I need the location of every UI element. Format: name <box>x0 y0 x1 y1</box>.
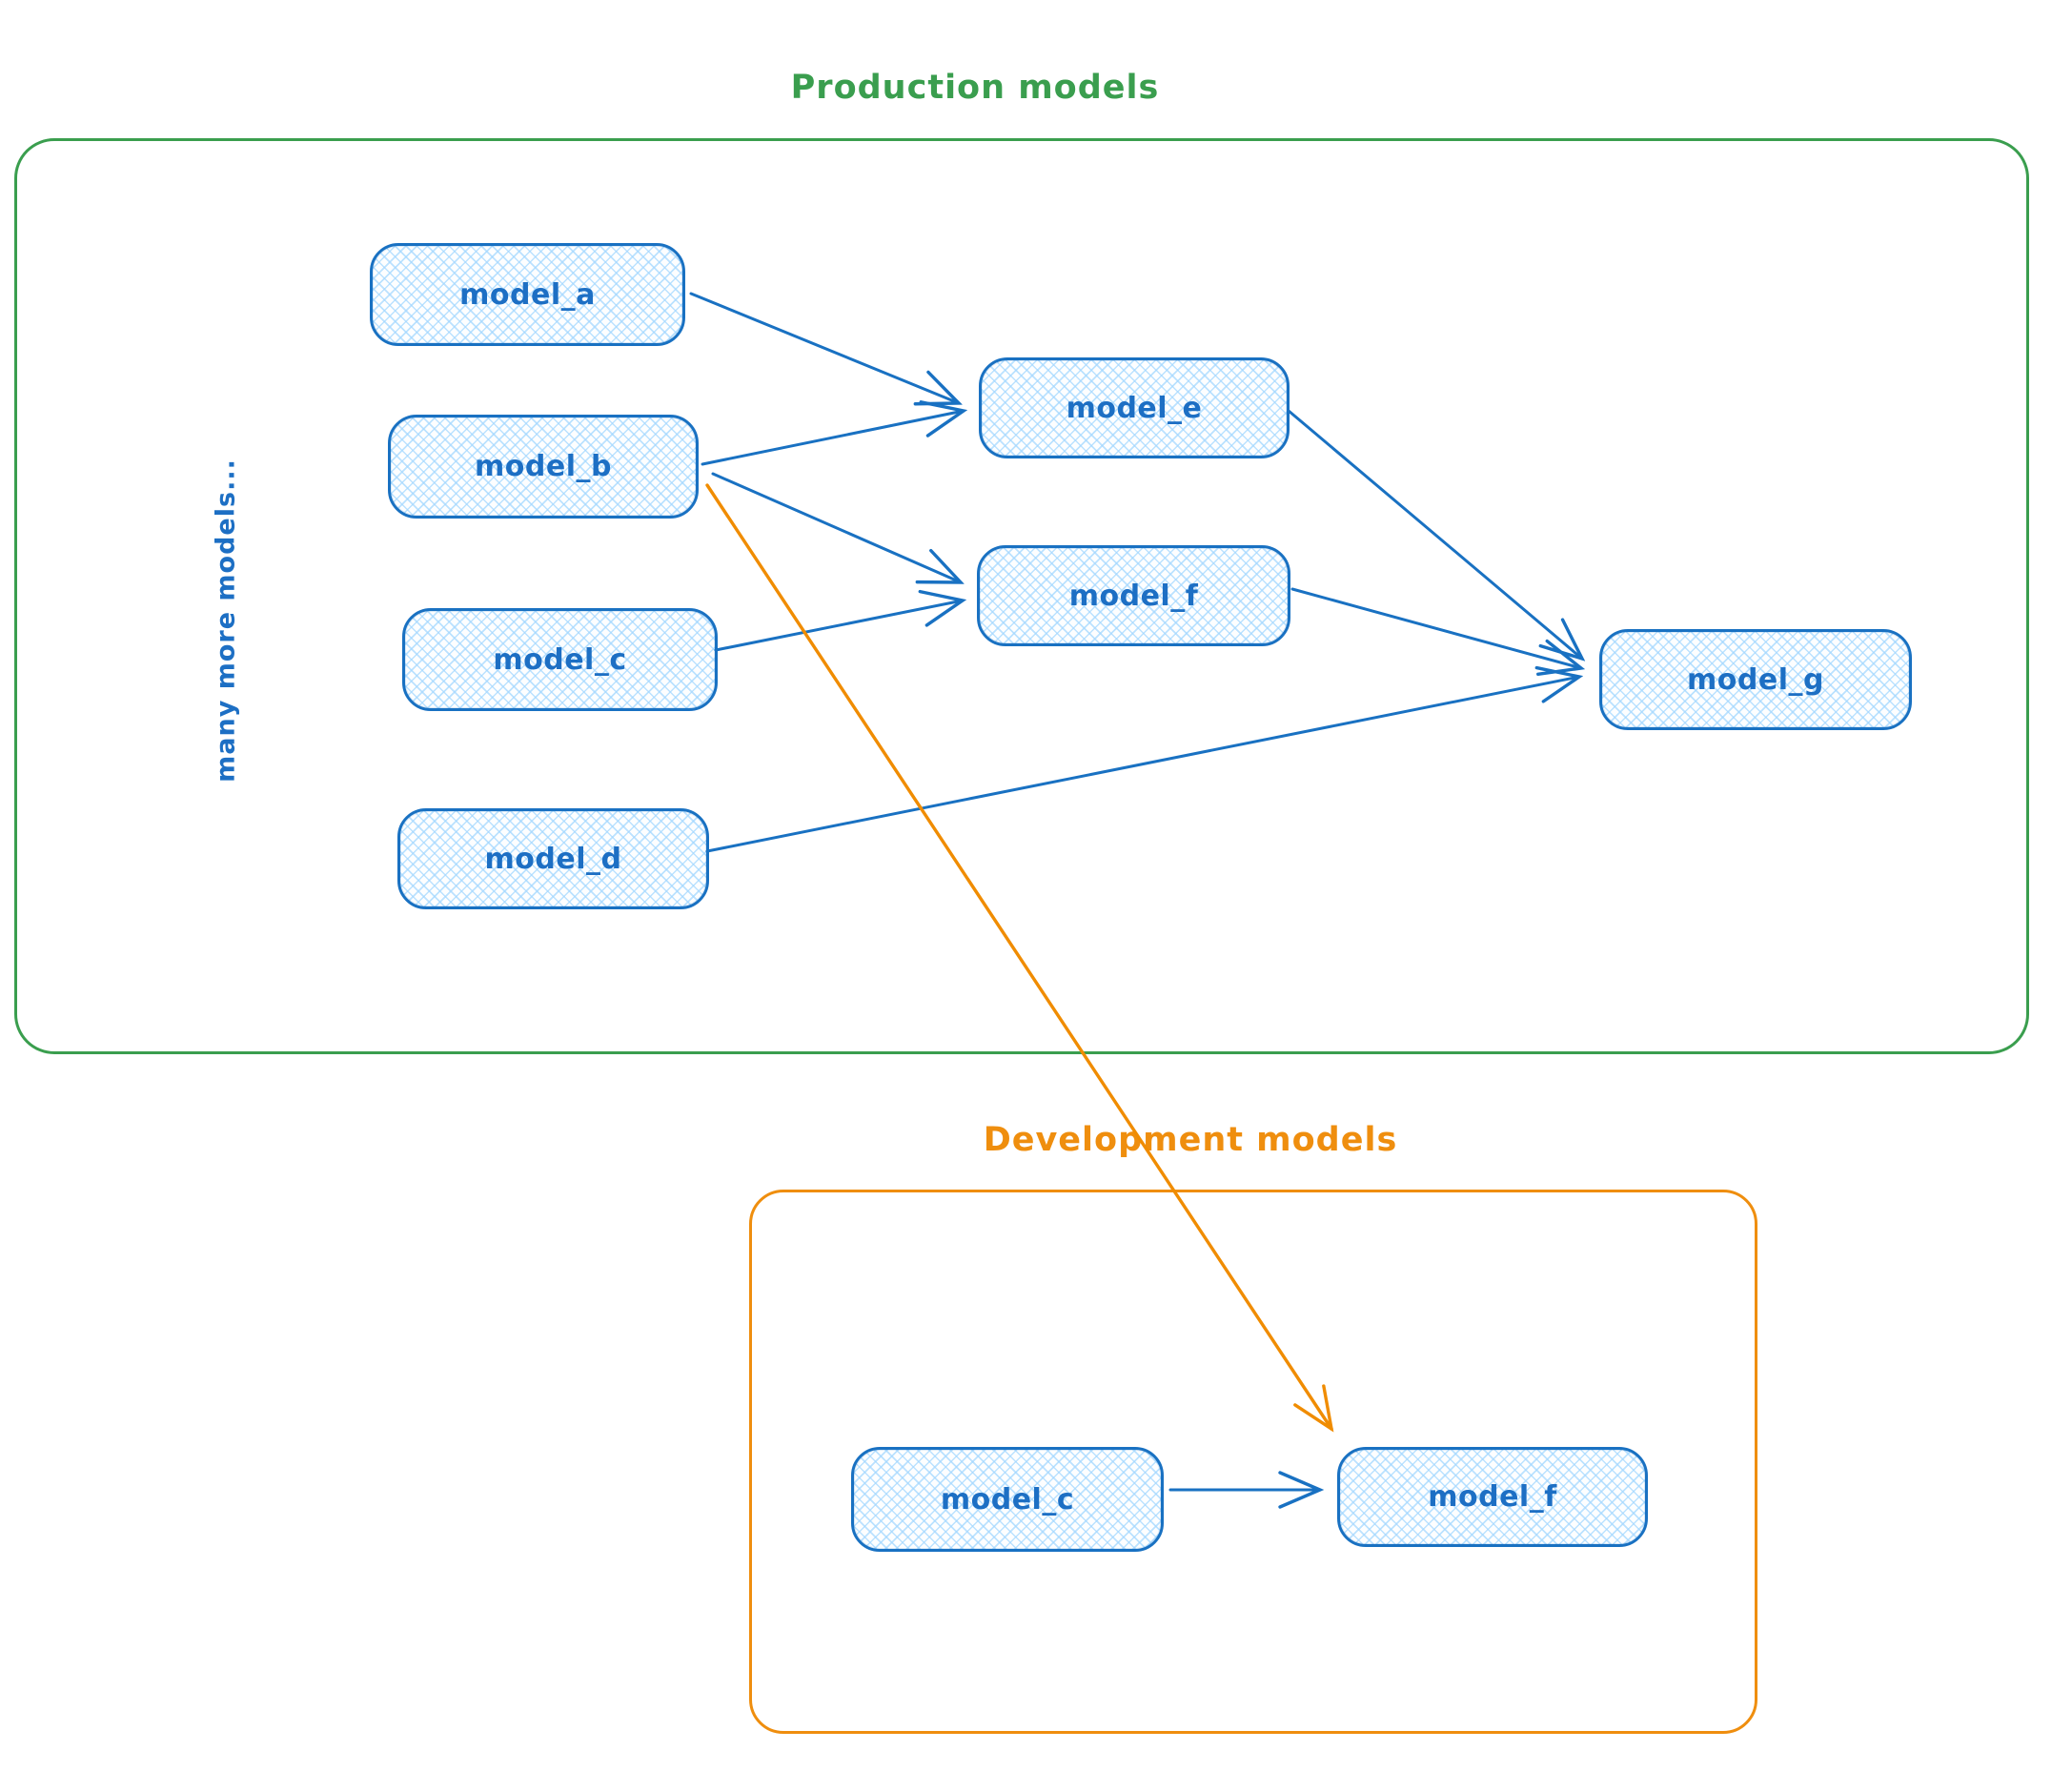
node-production-model-g: model_g <box>1599 629 1912 730</box>
node-label: model_e <box>1066 391 1203 425</box>
node-label: model_f <box>1428 1480 1557 1514</box>
node-production-model-c: model_c <box>402 608 718 711</box>
node-development-model-c: model_c <box>851 1447 1164 1552</box>
node-label: model_c <box>940 1482 1075 1517</box>
node-label: model_c <box>493 642 627 677</box>
development-group-title: Development models <box>983 1121 1398 1159</box>
node-production-model-d: model_d <box>397 808 709 909</box>
node-production-model-e: model_e <box>979 357 1290 458</box>
node-production-model-f: model_f <box>977 545 1290 646</box>
node-production-model-a: model_a <box>370 243 685 346</box>
node-label: model_b <box>475 450 612 483</box>
node-production-model-b: model_b <box>388 415 699 519</box>
production-group-title: Production models <box>790 69 1160 107</box>
node-label: model_f <box>1068 579 1199 613</box>
many-more-models-label: many more models... <box>211 458 241 783</box>
node-label: model_g <box>1687 662 1824 697</box>
node-development-model-f: model_f <box>1337 1447 1648 1547</box>
node-label: model_d <box>484 842 622 876</box>
node-label: model_a <box>459 277 596 312</box>
